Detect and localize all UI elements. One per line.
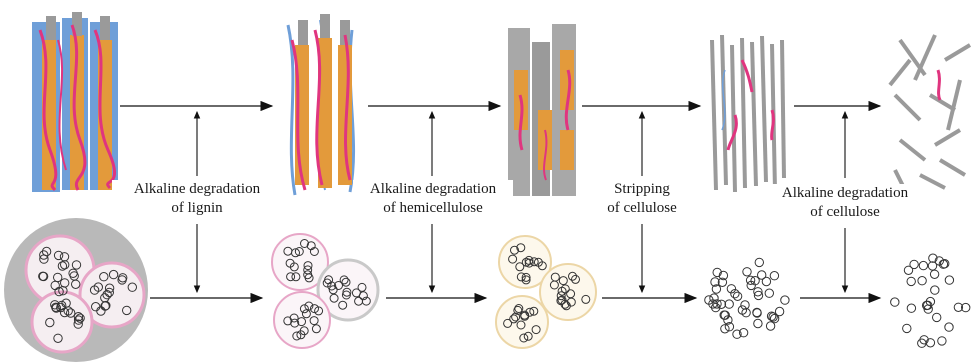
step-label-stripping: Stripping of cellulose — [597, 180, 687, 218]
microfibril-circle — [754, 319, 762, 327]
fiber-stage-5 — [890, 35, 970, 190]
step-label-line2: of lignin — [112, 199, 282, 218]
step-label-line2: of hemicellulose — [353, 199, 513, 218]
microfibril-circle — [945, 323, 953, 331]
fiber-stage-3 — [508, 24, 576, 196]
microfibril-circle — [891, 298, 899, 306]
step-label-line2: of cellulose — [597, 199, 687, 218]
microfibril-circle — [918, 277, 926, 285]
cross-section-stage-1 — [4, 218, 148, 362]
microfibril-circle — [781, 296, 789, 304]
fiber-stage-2 — [288, 14, 354, 195]
microfibril-circle — [907, 304, 915, 312]
step-label-line1: Alkaline degradation — [353, 180, 513, 199]
microfibril-circle — [938, 337, 946, 345]
microfibril-circle — [725, 300, 733, 308]
microfibril-circle — [930, 270, 938, 278]
microfibril-circle — [903, 324, 911, 332]
step-label-cellulose: Alkaline degradation of cellulose — [762, 184, 928, 222]
microfibril-circle — [758, 271, 766, 279]
fiber-stage-1 — [32, 12, 118, 192]
microfibril-circle — [931, 286, 939, 294]
step-label-line2: of cellulose — [762, 203, 928, 222]
microfibril-circle — [907, 277, 915, 285]
microfibril-circle — [741, 301, 749, 309]
step-label-line1: Alkaline degradation — [762, 184, 928, 203]
microfibril-circle — [933, 313, 941, 321]
microfibril-circle — [919, 261, 927, 269]
step-label-line1: Alkaline degradation — [112, 180, 282, 199]
microfibril-circle — [743, 268, 751, 276]
microfibril-circle — [904, 266, 912, 274]
microfibril-circle — [765, 289, 773, 297]
microfibril-circle — [753, 308, 761, 316]
step-label-lignin: Alkaline degradation of lignin — [112, 180, 282, 218]
step-label-hemicellulose: Alkaline degradation of hemicellulose — [353, 180, 513, 218]
microfibril-circle — [755, 258, 763, 266]
fiber-stage-4 — [712, 35, 784, 192]
step-label-line1: Stripping — [597, 180, 687, 199]
microfibril-circle — [945, 276, 953, 284]
microfibril-circle — [770, 272, 778, 280]
